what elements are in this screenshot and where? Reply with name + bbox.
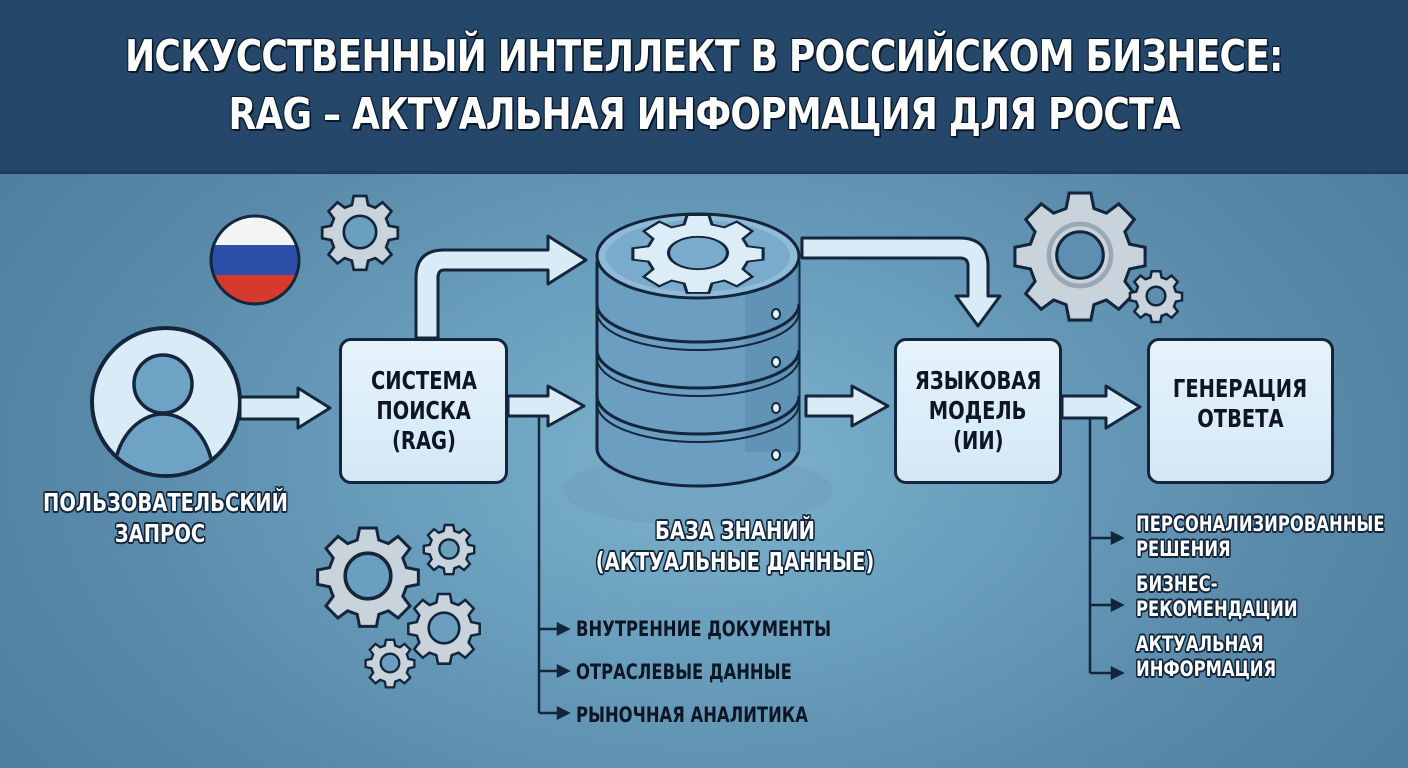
arrow-model-to-generation — [1060, 384, 1142, 430]
list-item: ПЕРСОНАЛИЗИРОВАННЫЕ РЕШЕНИЯ — [1136, 512, 1385, 561]
knowledge-sources-bracket — [537, 417, 571, 721]
gear-icon — [320, 194, 400, 272]
arrow-database-to-model — [804, 384, 890, 428]
model-line-2: МОДЕЛЬ — [929, 396, 1027, 425]
user-icon — [90, 326, 242, 478]
generation-line-2: ОТВЕТА — [1197, 404, 1284, 433]
generation-line-1: ГЕНЕРАЦИЯ — [1173, 374, 1308, 403]
knowledge-sources-list: ВНУТРЕННИЕ ДОКУМЕНТЫ ОТРАСЛЕВЫЕ ДАННЫЕ Р… — [576, 614, 903, 743]
header: ИСКУССТВЕННЫЙ ИНТЕЛЛЕКТ В РОССИЙСКОМ БИЗ… — [0, 0, 1408, 174]
list-item: БИЗНЕС- РЕКОМЕНДАЦИИ — [1136, 572, 1298, 621]
language-model-box: ЯЗЫКОВАЯ МОДЕЛЬ (ИИ) — [894, 338, 1062, 484]
gear-icon — [1013, 191, 1147, 322]
gear-icon — [316, 526, 420, 628]
gear-icon — [1128, 269, 1184, 324]
gear-icon — [407, 592, 481, 665]
gear-icon — [422, 523, 476, 576]
search-line-3: (RAG) — [391, 426, 456, 455]
arrow-database-to-model-top — [800, 236, 1002, 328]
arrow-search-to-database-top — [414, 234, 588, 340]
knowledge-base-label: БАЗА ЗНАНИЙ (АКТУАЛЬНЫЕ ДАННЫЕ) — [595, 516, 875, 576]
list-item: ВНУТРЕННИЕ ДОКУМЕНТЫ — [576, 617, 832, 641]
gear-icon — [364, 638, 416, 689]
search-line-2: ПОИСКА — [376, 396, 471, 425]
list-item: РЫНОЧНАЯ АНАЛИТИКА — [576, 703, 808, 727]
search-line-1: СИСТЕМА — [370, 366, 477, 395]
search-system-box: СИСТЕМА ПОИСКА (RAG) — [339, 338, 508, 484]
outputs-list: ПЕРСОНАЛИЗИРОВАННЫЕ РЕШЕНИЯ БИЗНЕС- РЕКО… — [1136, 512, 1408, 692]
generation-box: ГЕНЕРАЦИЯ ОТВЕТА — [1147, 338, 1334, 484]
arrow-search-to-database — [506, 384, 586, 428]
title-line-1: ИСКУССТВЕННЫЙ ИНТЕЛЛЕКТ В РОССИЙСКОМ БИЗ… — [125, 30, 1283, 82]
russia-flag-icon — [209, 214, 301, 306]
user-query-label: ПОЛЬЗОВАТЕЛЬСКИЙ ЗАПРОС — [43, 488, 288, 548]
model-line-3: (ИИ) — [952, 426, 1004, 455]
model-line-1: ЯЗЫКОВАЯ — [914, 366, 1042, 395]
database-icon — [563, 212, 833, 526]
outputs-bracket — [1088, 418, 1125, 681]
list-item: ОТРАСЛЕВЫЕ ДАННЫЕ — [576, 660, 792, 684]
title-line-2: RAG – АКТУАЛЬНАЯ ИНФОРМАЦИЯ ДЛЯ РОСТА — [228, 88, 1180, 140]
arrow-user-to-search — [238, 386, 332, 430]
list-item: АКТУАЛЬНАЯ ИНФОРМАЦИЯ — [1136, 632, 1277, 681]
